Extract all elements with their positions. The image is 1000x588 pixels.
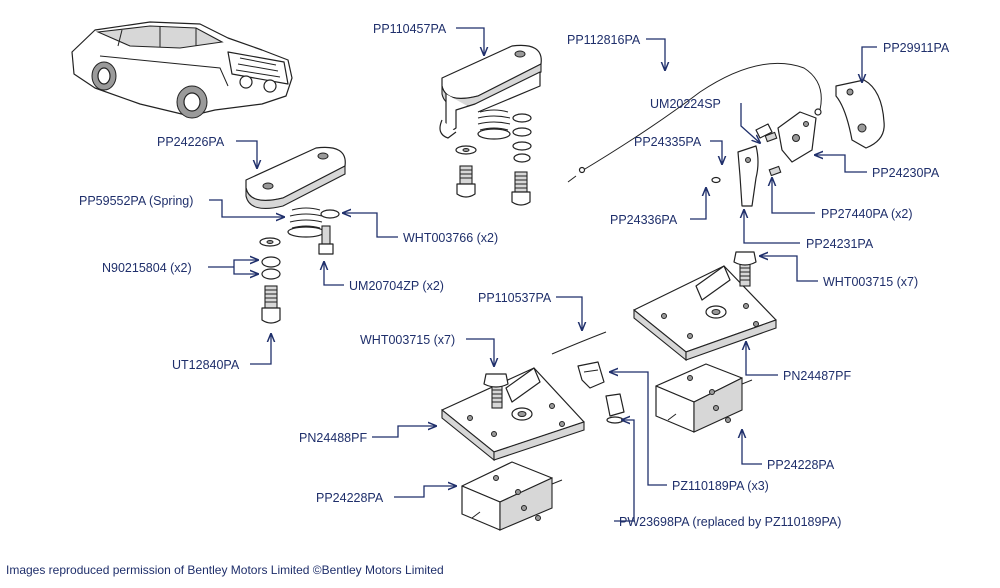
label-pp110457pa: PP110457PA	[373, 22, 447, 36]
label-pp112816pa: PP112816PA	[567, 33, 641, 47]
label-um20704zp: UM20704ZP (x2)	[349, 279, 444, 293]
release-cable	[567, 62, 822, 183]
label-pp24335pa: PP24335PA	[634, 135, 702, 149]
label-wht003715-right: WHT003715 (x7)	[823, 275, 918, 289]
part-labels: PP110457PA PP112816PA PP29911PA UM20224S…	[79, 22, 950, 529]
car-illustration	[71, 21, 293, 119]
latch-assembly	[711, 79, 885, 207]
label-pp24228pa-left: PP24228PA	[316, 491, 384, 505]
label-wht003715-left: WHT003715 (x7)	[360, 333, 455, 347]
label-pp24228pa-right: PP24228PA	[767, 458, 835, 472]
label-pp24230pa: PP24230PA	[872, 166, 940, 180]
bracket-pn24488pf	[441, 367, 585, 462]
label-wht003766: WHT003766 (x2)	[403, 231, 498, 245]
hinge-pp24226pa	[245, 146, 346, 324]
leader-lines	[208, 27, 877, 522]
label-pp24231pa: PP24231PA	[806, 237, 874, 251]
bracket-pn24487pf	[633, 251, 777, 362]
label-pp24336pa: PP24336PA	[610, 213, 678, 227]
seal-clips	[551, 331, 625, 424]
block-pp24228pa-left	[461, 461, 563, 531]
label-pn24487pf: PN24487PF	[783, 369, 851, 383]
label-pw23698pa: PW23698PA (replaced by PZ110189PA)	[619, 515, 841, 529]
label-pp110537pa: PP110537PA	[478, 291, 552, 305]
label-ut12840pa: UT12840PA	[172, 358, 240, 372]
block-pp24228pa-right	[655, 363, 753, 433]
label-pn24488pf: PN24488PF	[299, 431, 367, 445]
label-pp29911pa: PP29911PA	[883, 41, 950, 55]
label-pp27440pa: PP27440PA (x2)	[821, 207, 913, 221]
copyright-footer: Images reproduced permission of Bentley …	[6, 563, 444, 577]
label-um20224sp: UM20224SP	[650, 97, 721, 111]
label-n90215804: N90215804 (x2)	[102, 261, 192, 275]
label-pp24226pa: PP24226PA	[157, 135, 225, 149]
label-pz110189pa: PZ110189PA (x3)	[672, 479, 769, 493]
hinge-pp110457pa	[439, 44, 542, 206]
label-pp59552pa: PP59552PA (Spring)	[79, 194, 193, 208]
